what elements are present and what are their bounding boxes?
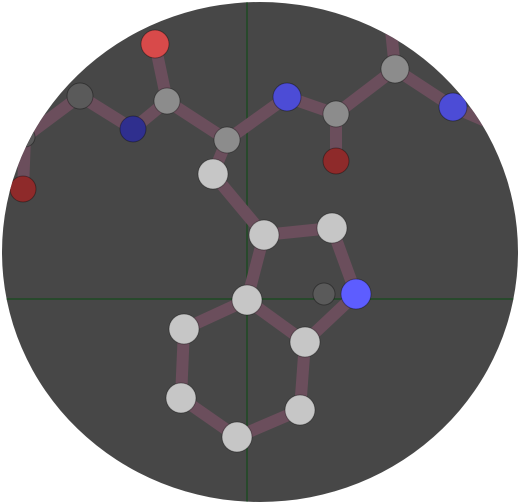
atom-cz3[interactable] xyxy=(165,382,197,414)
atom-c1[interactable] xyxy=(153,87,181,115)
atom-c2[interactable] xyxy=(66,82,94,110)
atom-cb[interactable] xyxy=(197,158,229,190)
atom-cz2[interactable] xyxy=(284,394,316,426)
atom-o1[interactable] xyxy=(140,29,170,59)
atom-c7[interactable] xyxy=(484,114,506,136)
atom-ne1[interactable] xyxy=(340,278,372,310)
atom-n2[interactable] xyxy=(272,82,302,112)
atom-n1[interactable] xyxy=(119,115,147,143)
atom-c5[interactable] xyxy=(380,54,410,84)
atom-cg[interactable] xyxy=(248,219,280,251)
atom-ce3[interactable] xyxy=(168,313,200,345)
atom-c3[interactable] xyxy=(14,126,36,148)
atom-cd2[interactable] xyxy=(231,284,263,316)
atom-ce2[interactable] xyxy=(289,326,321,358)
atom-ch2[interactable] xyxy=(221,421,253,453)
atom-ca[interactable] xyxy=(213,126,241,154)
atom-c4[interactable] xyxy=(322,100,350,128)
atom-cd1[interactable] xyxy=(316,212,348,244)
atom-c6[interactable] xyxy=(379,9,401,31)
atom-o2[interactable] xyxy=(9,175,37,203)
atom-n3[interactable] xyxy=(438,92,468,122)
atom-hx[interactable] xyxy=(312,282,336,306)
atom-o3[interactable] xyxy=(322,147,350,175)
atoms-layer[interactable] xyxy=(9,9,506,453)
